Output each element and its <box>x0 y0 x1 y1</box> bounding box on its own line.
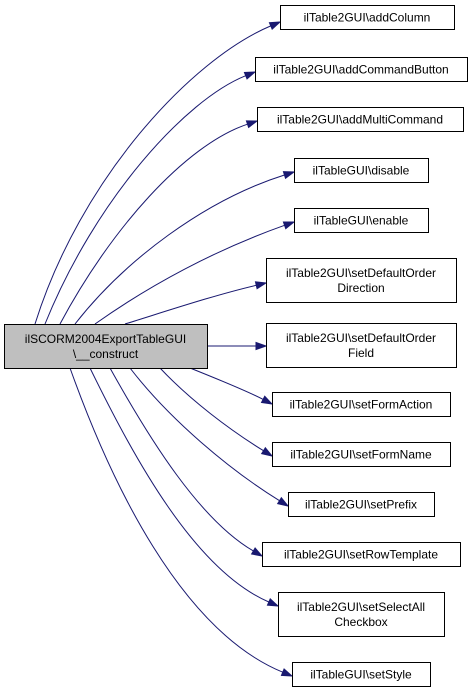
callee-node-label: ilTable2GUI\addMultiCommand <box>277 113 443 127</box>
call-edge <box>44 75 246 325</box>
callee-node[interactable]: ilTableGUI\setStyle <box>292 662 431 687</box>
callee-node-box <box>294 158 429 183</box>
callee-node-box <box>257 107 464 132</box>
arrowhead-icon <box>250 547 264 557</box>
callee-node[interactable]: ilTable2GUI\addMultiCommand <box>257 107 464 132</box>
call-edges <box>34 21 296 677</box>
call-edge <box>89 367 270 603</box>
call-edge <box>124 284 257 325</box>
arrowhead-icon <box>282 221 296 230</box>
callee-node-box <box>272 392 451 417</box>
callee-node-box <box>262 542 461 567</box>
arrowhead-icon <box>245 120 259 129</box>
arrowhead-icon <box>260 395 274 405</box>
callee-node-label: Field <box>348 346 374 360</box>
callee-node[interactable]: ilTable2GUI\setFormAction <box>272 392 451 417</box>
callee-node-label: ilTable2GUI\setDefaultOrder <box>286 266 436 280</box>
callee-node[interactable]: ilTable2GUI\setFormName <box>272 442 451 467</box>
callee-node-box <box>266 258 457 303</box>
callee-node-box <box>255 57 468 82</box>
arrowhead-icon <box>280 668 294 677</box>
call-edge <box>109 367 254 552</box>
arrowhead-icon <box>255 341 268 351</box>
callee-node-label: ilTable2GUI\setRowTemplate <box>284 548 438 562</box>
call-edge <box>94 224 285 325</box>
arrowhead-icon <box>282 171 296 180</box>
callee-node-box <box>292 662 431 687</box>
arrowhead-icon <box>254 281 268 290</box>
call-edge <box>59 123 248 325</box>
callee-node-box <box>288 492 435 517</box>
callee-node-box <box>272 442 451 467</box>
callee-node-label: ilTable2GUI\setSelectAll <box>297 600 425 614</box>
arrowhead-icon <box>260 446 274 457</box>
callee-node-label: ilTable2GUI\addCommandButton <box>273 63 448 77</box>
arrowhead-icon <box>243 71 257 80</box>
arrowhead-icon <box>276 496 290 507</box>
call-edge <box>74 174 285 325</box>
callee-node[interactable]: ilTableGUI\disable <box>294 158 429 183</box>
callee-node[interactable]: ilTable2GUI\setRowTemplate <box>262 542 461 567</box>
arrowhead-icon <box>266 597 280 607</box>
callee-node[interactable]: ilTable2GUI\setPrefix <box>288 492 435 517</box>
arrowhead-icon <box>268 21 282 30</box>
callee-node-box <box>294 208 429 233</box>
call-edge <box>159 367 264 452</box>
callee-node-label: ilTableGUI\enable <box>314 214 409 228</box>
call-edge <box>34 25 271 325</box>
callee-node[interactable]: ilTableGUI\enable <box>294 208 429 233</box>
callee-node[interactable]: ilTable2GUI\addColumn <box>280 5 455 30</box>
callee-node-label: ilTable2GUI\setDefaultOrder <box>286 331 436 345</box>
root-function-node-label: ilSCORM2004ExportTableGUI <box>25 332 186 346</box>
callee-node-label: Checkbox <box>334 615 387 629</box>
callee-node-label: ilTable2GUI\setFormAction <box>290 398 433 412</box>
callee-node-label: ilTable2GUI\setFormName <box>290 448 432 462</box>
call-nodes: ilSCORM2004ExportTableGUI\__construct ilT… <box>4 5 468 687</box>
root-function-node-box <box>4 324 208 369</box>
call-edge <box>69 367 283 673</box>
callee-node-label: Direction <box>337 281 384 295</box>
callee-node-box <box>278 592 445 637</box>
callee-node-box <box>280 5 455 30</box>
callee-node-label: ilTableGUI\setStyle <box>310 668 412 682</box>
call-edge <box>129 367 280 502</box>
callee-node-box <box>266 323 457 368</box>
callee-node[interactable]: ilTable2GUI\addCommandButton <box>255 57 468 82</box>
root-function-node[interactable]: ilSCORM2004ExportTableGUI\__construct <box>4 324 208 369</box>
root-function-node-label: \__construct <box>73 347 139 361</box>
callee-node-label: ilTable2GUI\setPrefix <box>305 498 417 512</box>
call-edge <box>189 367 264 400</box>
callee-node-label: ilTableGUI\disable <box>313 164 410 178</box>
callee-node-label: ilTable2GUI\addColumn <box>304 11 431 25</box>
